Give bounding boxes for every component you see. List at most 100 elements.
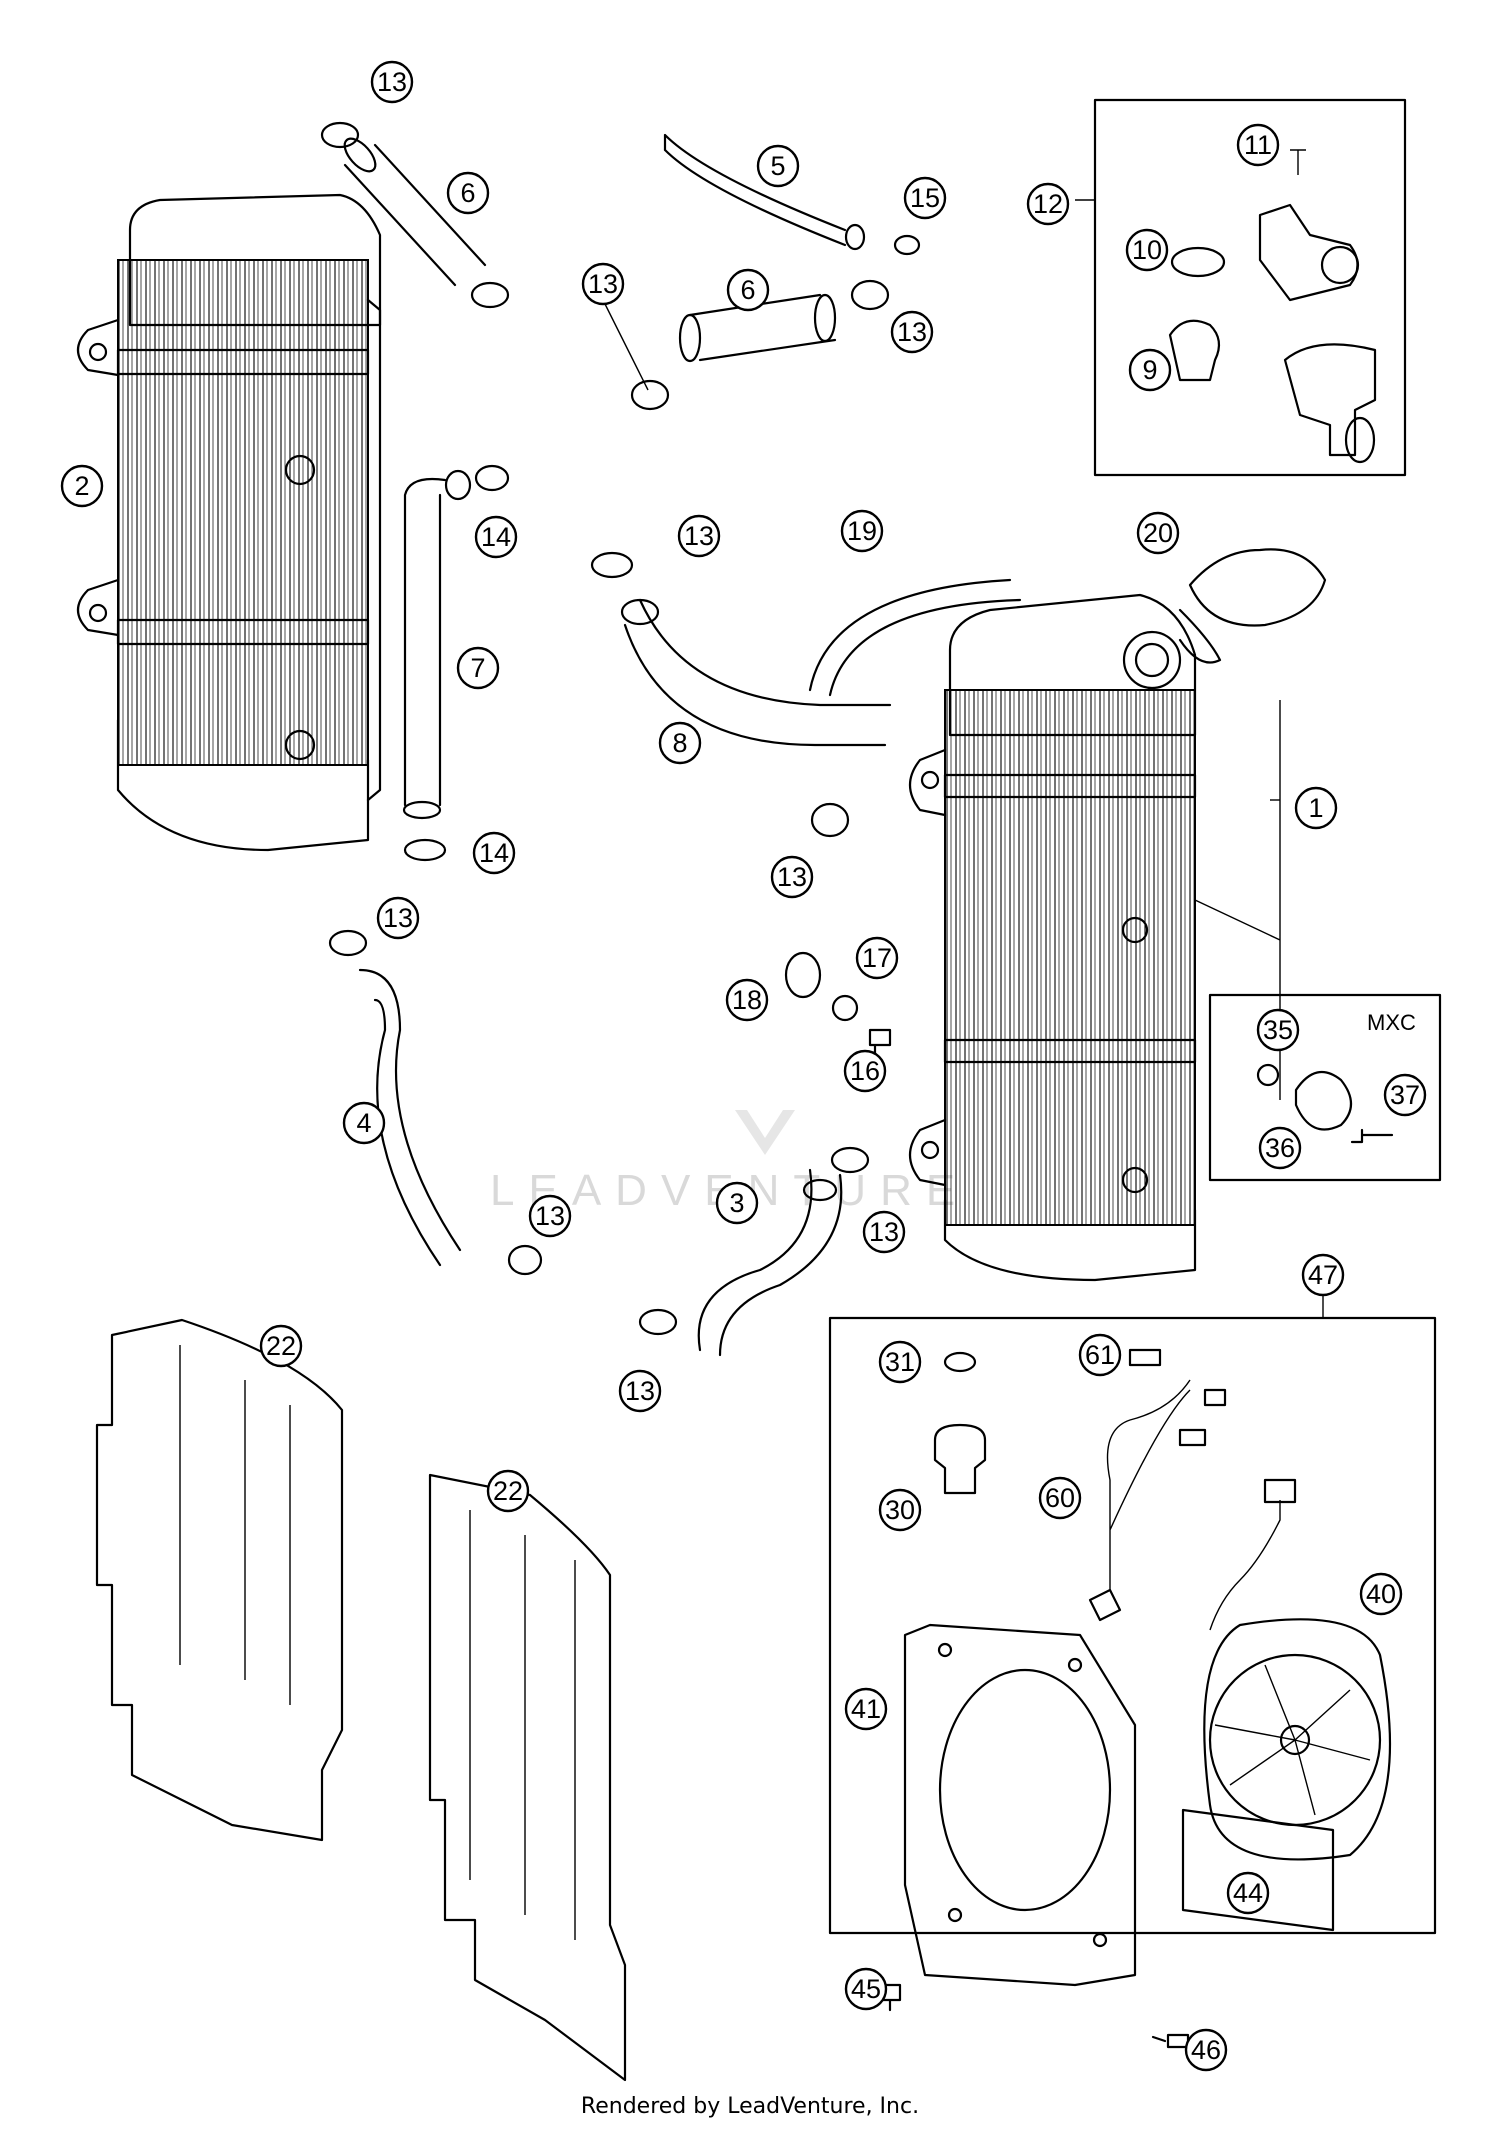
svg-text:45: 45 bbox=[851, 1974, 881, 2004]
svg-text:13: 13 bbox=[625, 1376, 655, 1406]
callout-3: 3 bbox=[715, 1181, 759, 1225]
callout-35: 35 bbox=[1256, 1008, 1300, 1052]
callout-13-e: 13 bbox=[770, 855, 814, 899]
hoses bbox=[343, 133, 1022, 1357]
fan-box bbox=[828, 1295, 1437, 2049]
callout-37: 37 bbox=[1383, 1073, 1427, 1117]
callout-1: 1 bbox=[1294, 786, 1338, 830]
svg-text:12: 12 bbox=[1033, 189, 1063, 219]
svg-text:19: 19 bbox=[847, 516, 877, 546]
mxc-label: MXC bbox=[1367, 1010, 1416, 1035]
svg-text:36: 36 bbox=[1265, 1133, 1295, 1163]
svg-text:61: 61 bbox=[1085, 1340, 1115, 1370]
callout-61: 61 bbox=[1078, 1333, 1122, 1377]
radiator-cap bbox=[1178, 548, 1327, 664]
svg-text:14: 14 bbox=[479, 838, 509, 868]
svg-text:13: 13 bbox=[684, 521, 714, 551]
mxc-box: MXC bbox=[1208, 993, 1442, 1182]
svg-text:13: 13 bbox=[777, 862, 807, 892]
callout-8: 8 bbox=[658, 721, 702, 765]
callout-6-a: 6 bbox=[446, 171, 490, 215]
callout-5: 5 bbox=[756, 144, 800, 188]
svg-text:13: 13 bbox=[383, 903, 413, 933]
callout-18: 18 bbox=[725, 978, 769, 1022]
callout-22-b: 22 bbox=[486, 1469, 530, 1513]
callout-45: 45 bbox=[844, 1967, 888, 2011]
svg-text:1: 1 bbox=[1308, 793, 1323, 823]
svg-text:15: 15 bbox=[910, 183, 940, 213]
svg-text:9: 9 bbox=[1142, 355, 1157, 385]
callout-14-b: 14 bbox=[472, 831, 516, 875]
callout-44: 44 bbox=[1226, 1871, 1270, 1915]
svg-text:7: 7 bbox=[470, 653, 485, 683]
thermostat-box bbox=[1075, 98, 1407, 477]
callout-60: 60 bbox=[1038, 1476, 1082, 1520]
callout-13-f: 13 bbox=[376, 896, 420, 940]
right-radiator bbox=[908, 593, 1197, 1282]
callout-15: 15 bbox=[903, 176, 947, 220]
callout-13-d: 13 bbox=[677, 514, 721, 558]
svg-text:3: 3 bbox=[729, 1188, 744, 1218]
svg-text:13: 13 bbox=[588, 269, 618, 299]
callout-4: 4 bbox=[342, 1101, 386, 1145]
svg-text:47: 47 bbox=[1308, 1260, 1338, 1290]
svg-text:10: 10 bbox=[1132, 235, 1162, 265]
callout-13-b: 13 bbox=[581, 262, 625, 306]
svg-text:14: 14 bbox=[481, 522, 511, 552]
hose-clamps bbox=[320, 121, 921, 1336]
svg-text:6: 6 bbox=[460, 178, 475, 208]
svg-text:16: 16 bbox=[850, 1056, 880, 1086]
callout-10: 10 bbox=[1125, 228, 1169, 272]
callout-13-h: 13 bbox=[862, 1210, 906, 1254]
callout-13-a: 13 bbox=[370, 60, 414, 104]
svg-text:2: 2 bbox=[74, 471, 89, 501]
svg-text:13: 13 bbox=[897, 317, 927, 347]
svg-text:41: 41 bbox=[851, 1694, 881, 1724]
callout-14-a: 14 bbox=[474, 515, 518, 559]
svg-text:31: 31 bbox=[885, 1347, 915, 1377]
svg-text:22: 22 bbox=[493, 1476, 523, 1506]
callout-46: 46 bbox=[1184, 2028, 1228, 2072]
callout-2: 2 bbox=[60, 464, 104, 508]
callout-13-g: 13 bbox=[528, 1194, 572, 1238]
callout-47: 47 bbox=[1301, 1253, 1345, 1297]
callout-9: 9 bbox=[1128, 348, 1172, 392]
callout-11: 11 bbox=[1236, 123, 1280, 167]
callout-13-i: 13 bbox=[618, 1369, 662, 1413]
svg-text:40: 40 bbox=[1366, 1579, 1396, 1609]
callout-31: 31 bbox=[878, 1340, 922, 1384]
footer-credit: Rendered by LeadVenture, Inc. bbox=[580, 2094, 920, 2119]
callout-13-c: 13 bbox=[890, 310, 934, 354]
svg-text:6: 6 bbox=[740, 275, 755, 305]
svg-text:8: 8 bbox=[672, 728, 687, 758]
svg-text:37: 37 bbox=[1390, 1080, 1420, 1110]
svg-text:18: 18 bbox=[732, 985, 762, 1015]
svg-text:35: 35 bbox=[1263, 1015, 1293, 1045]
callout-40: 40 bbox=[1359, 1572, 1403, 1616]
svg-text:46: 46 bbox=[1191, 2035, 1221, 2065]
svg-text:22: 22 bbox=[266, 1331, 296, 1361]
svg-text:13: 13 bbox=[535, 1201, 565, 1231]
callout-36: 36 bbox=[1258, 1126, 1302, 1170]
svg-text:13: 13 bbox=[377, 67, 407, 97]
svg-text:4: 4 bbox=[356, 1108, 371, 1138]
callout-17: 17 bbox=[855, 936, 899, 980]
svg-text:17: 17 bbox=[862, 943, 892, 973]
callout-19: 19 bbox=[840, 509, 884, 553]
callout-30: 30 bbox=[878, 1488, 922, 1532]
svg-text:5: 5 bbox=[770, 151, 785, 181]
callout-12: 12 bbox=[1026, 182, 1070, 226]
left-radiator bbox=[76, 193, 382, 852]
radiator-guards bbox=[95, 1318, 627, 2082]
callout-7: 7 bbox=[456, 646, 500, 690]
callout-16: 16 bbox=[843, 1049, 887, 1093]
svg-text:60: 60 bbox=[1045, 1483, 1075, 1513]
callout-22-a: 22 bbox=[259, 1324, 303, 1368]
callout-41: 41 bbox=[844, 1687, 888, 1731]
svg-text:44: 44 bbox=[1233, 1878, 1263, 1908]
callout-20: 20 bbox=[1136, 511, 1180, 555]
svg-text:13: 13 bbox=[869, 1217, 899, 1247]
svg-text:11: 11 bbox=[1244, 130, 1272, 160]
svg-text:20: 20 bbox=[1143, 518, 1173, 548]
